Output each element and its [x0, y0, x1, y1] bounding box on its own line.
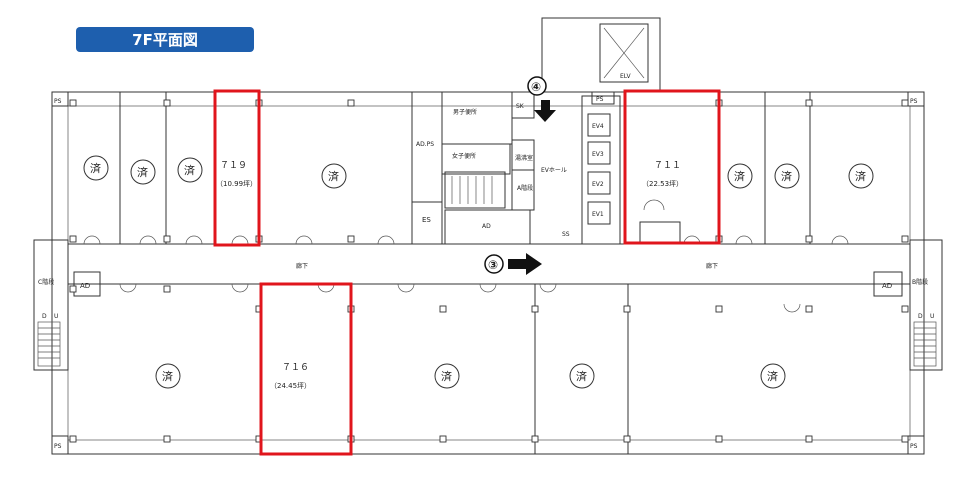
core-area: [411, 17, 661, 245]
stair-c-treads: [38, 327, 60, 359]
right-arrow-icon: [508, 253, 542, 275]
unit-711-entry-box: [639, 221, 681, 245]
ps-label-tl: PS: [54, 98, 62, 105]
kettle-room-label: 湯沸室: [515, 154, 533, 162]
stair-b-d: D: [918, 313, 923, 320]
occupied-4: 済: [328, 169, 339, 183]
ss-label: SS: [562, 231, 570, 238]
unit-719-name: ７１９: [220, 161, 247, 171]
sk-label: SK: [516, 103, 525, 110]
corridor-label-left: 廊下: [296, 262, 308, 270]
marker-3: ③: [484, 253, 542, 275]
stair-c-label: C階段: [38, 278, 54, 286]
occupied-2: 済: [137, 165, 148, 179]
unit-716-name: ７１６: [282, 363, 309, 373]
stair-c-u: U: [54, 313, 58, 320]
unit-716-highlight[interactable]: [259, 282, 353, 456]
svg-text:④: ④: [531, 80, 541, 94]
occupied-markers: 済 済 済 済 済 済 済 済 済 済 済: [83, 155, 874, 389]
ad-ps-label: AD.PS: [416, 141, 434, 148]
ad-label-right: AD: [882, 282, 892, 290]
ev2-label: EV2: [592, 181, 604, 188]
occupied-8: 済: [162, 369, 173, 383]
elv-label: ELV: [620, 73, 631, 80]
door-swings: [83, 199, 849, 313]
unit-719-area: （10.99坪）: [216, 180, 257, 188]
ps-label-br: PS: [910, 443, 918, 450]
unit-711-highlight[interactable]: [623, 89, 721, 245]
occupied-6: 済: [781, 169, 792, 183]
elevator-4: [587, 113, 611, 137]
ev4-label: EV4: [592, 123, 604, 130]
womens-toilet-label: 女子便所: [452, 152, 476, 160]
ad-core-label: AD: [482, 223, 491, 230]
stair-b-label: B階段: [912, 278, 928, 286]
ev3-label: EV3: [592, 151, 604, 158]
stair-a-label: A階段: [517, 184, 533, 192]
es-label: ES: [422, 216, 431, 224]
stair-b-treads: [914, 327, 936, 359]
unit-719-highlight[interactable]: [213, 89, 261, 247]
occupied-10: 済: [576, 369, 587, 383]
marker-4: ④: [527, 76, 556, 122]
ps-label-tr: PS: [910, 98, 918, 105]
corridor-label-right: 廊下: [706, 262, 718, 270]
floor-title-badge: 7F平面図: [76, 27, 254, 52]
ps-label-bl: PS: [54, 443, 62, 450]
unit-716-area: （24.45坪）: [270, 382, 311, 390]
occupied-11: 済: [767, 369, 778, 383]
ad-label-left: AD: [80, 282, 90, 290]
occupied-9: 済: [441, 369, 452, 383]
occupied-7: 済: [855, 169, 866, 183]
mens-toilet-label: 男子便所: [453, 108, 477, 116]
unit-711-area: （22.53坪）: [642, 180, 683, 188]
ps-boxes: [51, 91, 925, 455]
stair-a-treads: [451, 176, 493, 204]
stair-b-u: U: [930, 313, 934, 320]
elevator-2: [587, 171, 611, 195]
ev1-label: EV1: [592, 211, 604, 218]
elevator-bank: [587, 113, 611, 225]
ad-box-left: [73, 271, 101, 297]
svg-text:③: ③: [488, 258, 498, 272]
ev-hall-label: EVホール: [541, 167, 567, 174]
down-arrow-icon: [534, 100, 556, 122]
elevator-3: [587, 141, 611, 165]
occupied-3: 済: [184, 163, 195, 177]
building-outline: [51, 91, 925, 455]
stair-c-block: [33, 239, 69, 371]
ps-label-core: PS: [596, 96, 604, 103]
ad-box-right: [873, 271, 903, 297]
occupied-1: 済: [90, 161, 101, 175]
unit-711-name: ７１１: [654, 161, 681, 171]
structural-columns: [69, 99, 909, 443]
occupied-5: 済: [734, 169, 745, 183]
stair-c-d: D: [42, 313, 47, 320]
stair-b-block: [909, 239, 943, 371]
elevator-1: [587, 201, 611, 225]
